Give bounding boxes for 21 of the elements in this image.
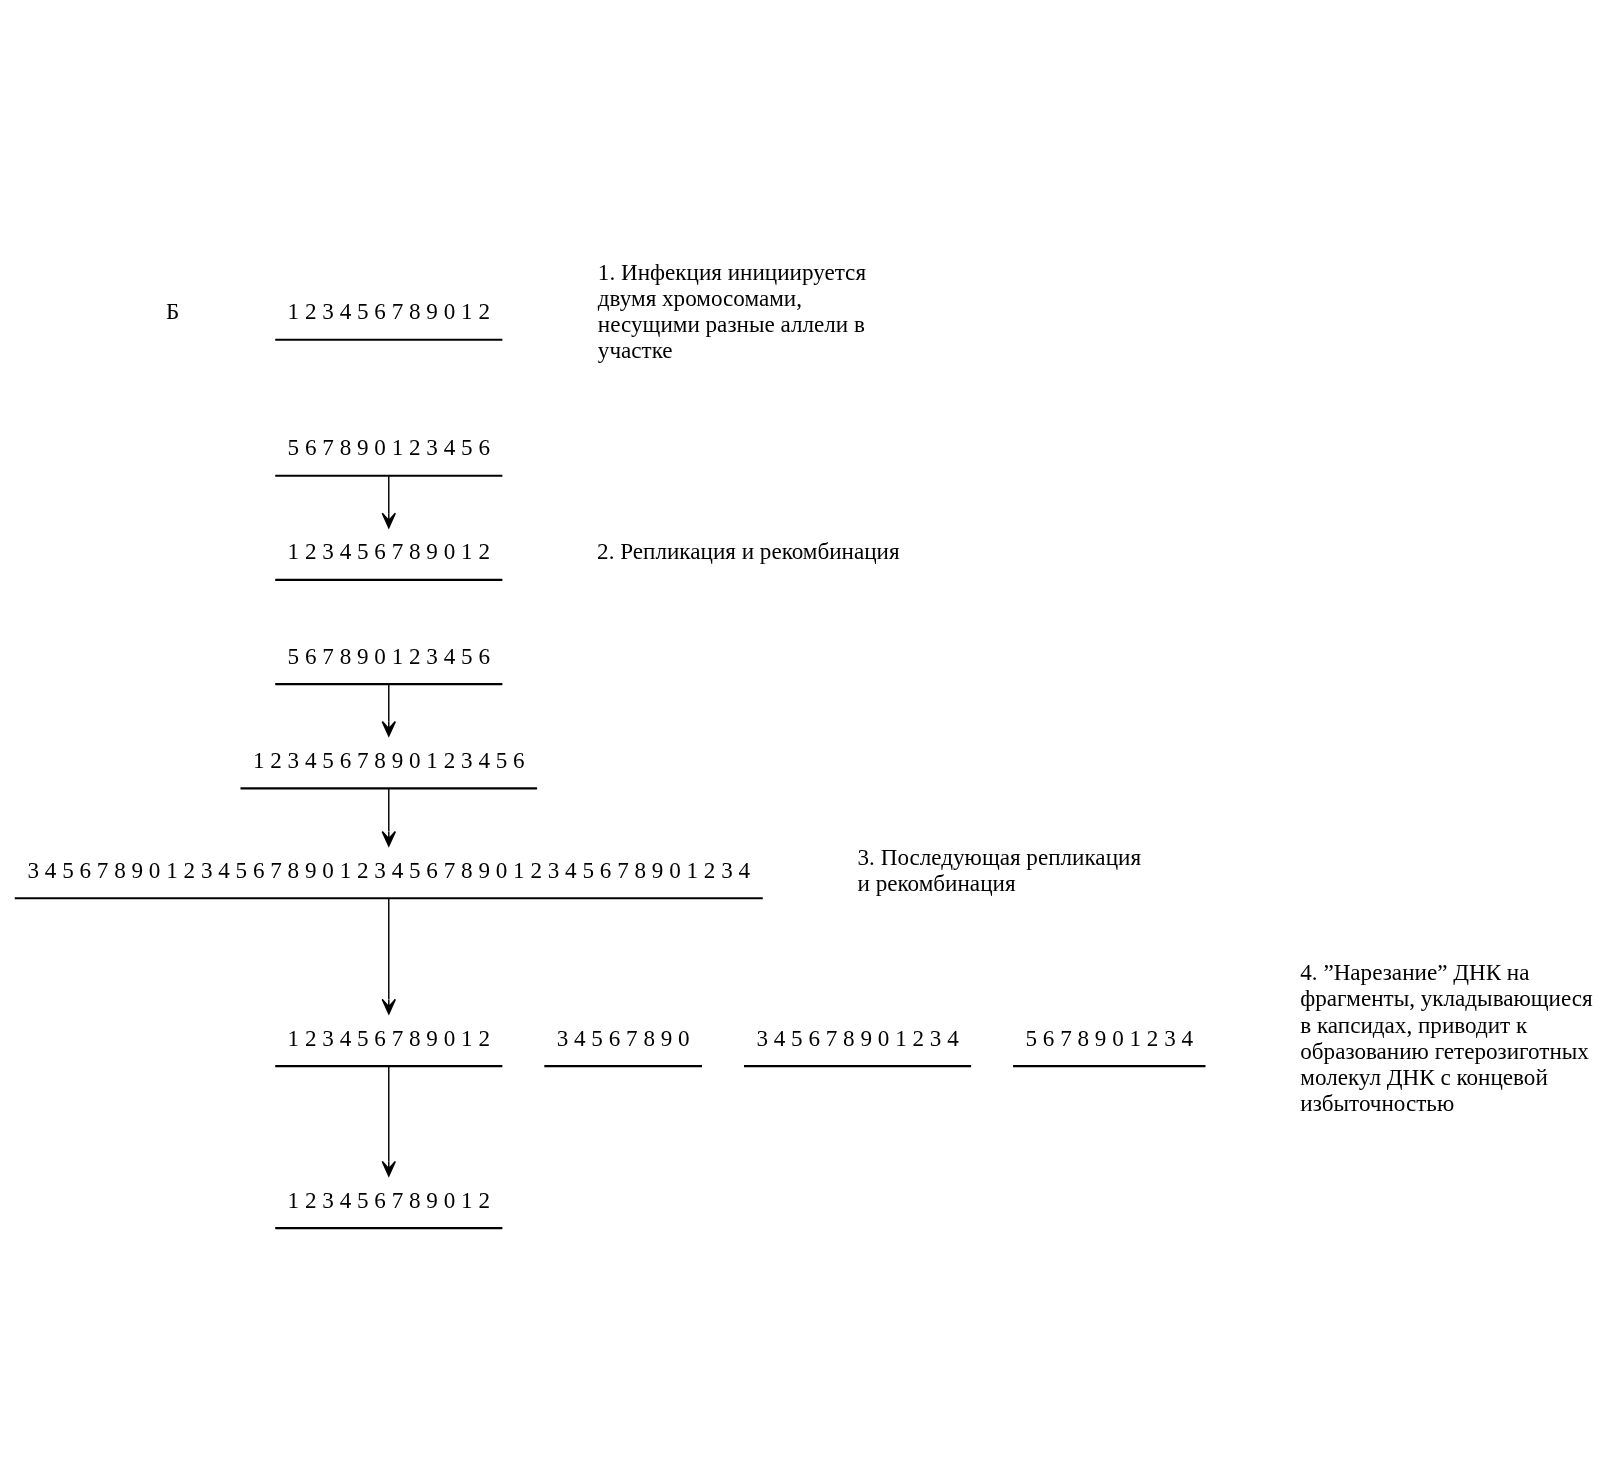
- arrow: [381, 1065, 396, 1177]
- node-text: 1 2 3 4 5 6 7 8 9 0 1 2: [287, 1024, 490, 1051]
- node-text: 1 2 3 4 5 6 7 8 9 0 1 2 3 4 5 6: [252, 746, 525, 773]
- label: 3. Последующая репликация и рекомбинация: [857, 843, 1141, 896]
- label: 2. Репликация и рекомбинация: [596, 538, 900, 565]
- node-text: 1 2 3 4 5 6 7 8 9 0 1 2: [287, 1186, 490, 1213]
- node-text: 3 4 5 6 7 8 9 0: [556, 1024, 690, 1051]
- arrow: [381, 683, 396, 737]
- arrow: [381, 897, 396, 1015]
- node-text: 5 6 7 8 9 0 1 2 3 4: [1024, 1024, 1193, 1051]
- node-text: 3 4 5 6 7 8 9 0 1 2 3 4: [755, 1024, 959, 1051]
- label: Б: [165, 298, 179, 325]
- arrow: [381, 787, 396, 847]
- node-text: 3 4 5 6 7 8 9 0 1 2 3 4 5 6 7 8 9 0 1 2 3 4 5 6 7 8 9 0 1 2 3 4 5 6 7 8 9 0 1 2 3 4: [26, 856, 750, 883]
- node-text: 1 2 3 4 5 6 7 8 9 0 1 2: [287, 538, 490, 565]
- label: 4. ”Нарезание” ДНК на фрагменты, укладывающиеся в капсидах, приводит к образованию гетерозиготных молекул ДНК с концевой избыточностью: [1299, 959, 1593, 1116]
- arrow: [381, 475, 396, 529]
- node-text: 1 2 3 4 5 6 7 8 9 0 1 2: [287, 298, 490, 325]
- node-text: 5 6 7 8 9 0 1 2 3 4 5 6: [287, 642, 490, 669]
- node-text: 5 6 7 8 9 0 1 2 3 4 5 6: [287, 434, 490, 461]
- label: 1. Инфекция инициируется двумя хромосомами, несущими разные аллели в участке: [597, 259, 866, 364]
